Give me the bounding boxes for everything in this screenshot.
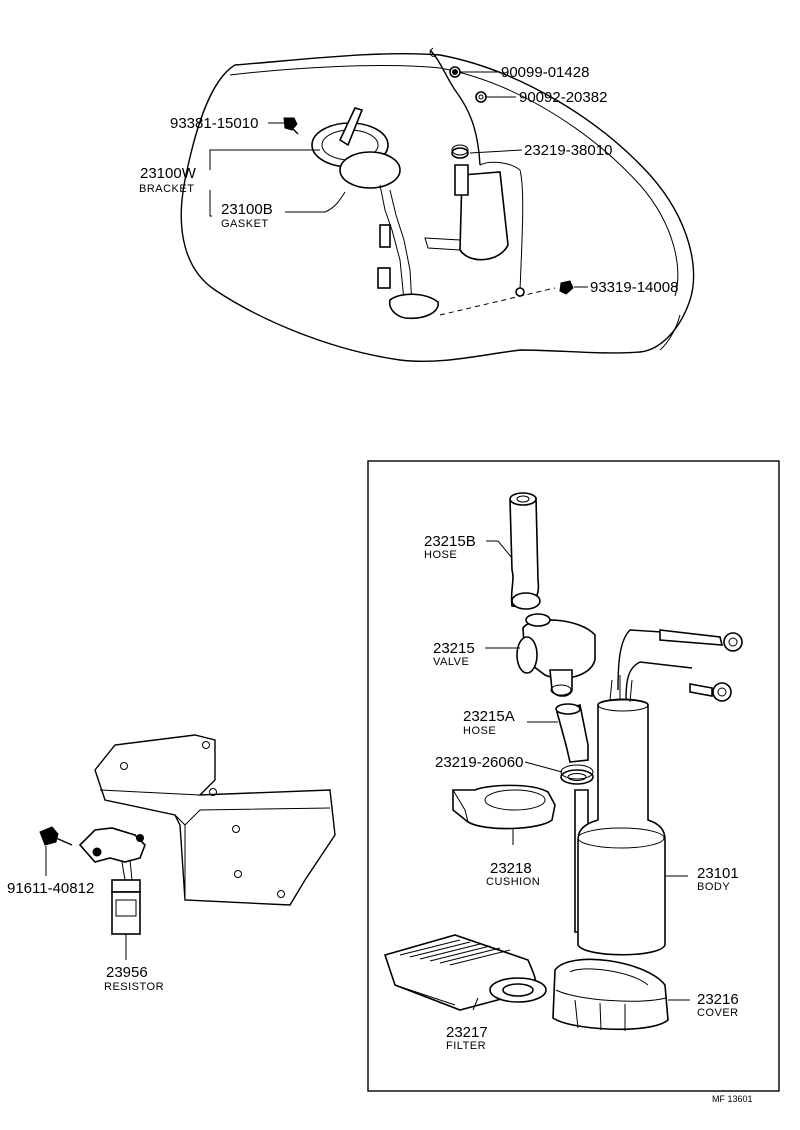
svg-text:23218: 23218 [490,860,532,877]
svg-text:90092-20382: 90092-20382 [519,89,607,106]
svg-text:91611-40812: 91611-40812 [7,880,94,897]
pump-body-part [574,629,743,956]
label-90092: 90092-20382 [519,89,607,106]
svg-text:93319-14008: 93319-14008 [590,279,678,296]
clip-part [560,764,594,785]
svg-text:23219-38010: 23219-38010 [524,142,612,159]
nut-icon [449,66,461,78]
svg-text:MF 13601: MF 13601 [712,1094,753,1104]
parts-frame [367,460,780,1092]
svg-text:GASKET: GASKET [221,218,269,230]
svg-text:23215A: 23215A [463,708,515,725]
svg-text:23956: 23956 [106,964,148,981]
fuel-pump-in-tank [424,47,525,297]
svg-text:CUSHION: CUSHION [486,876,540,888]
svg-text:HOSE: HOSE [424,549,457,561]
washer-icon [475,91,487,103]
label-93319: 93319-14008 [590,279,678,296]
label-90099: 90099-01428 [501,64,589,81]
label-23216: 23216 COVER [697,991,739,1019]
label-23218: 23218 CUSHION [486,860,540,888]
mounting-bracket [94,734,336,906]
svg-text:93381-15010: 93381-15010 [170,115,258,132]
svg-text:23101: 23101 [697,865,739,882]
svg-text:23100B: 23100B [221,201,273,218]
svg-text:90099-01428: 90099-01428 [501,64,589,81]
label-23101: 23101 BODY [697,865,739,893]
cushion-part [452,784,556,830]
svg-text:23215B: 23215B [424,533,476,550]
label-23956: 23956 RESISTOR [104,964,164,993]
svg-text:BRACKET: BRACKET [139,183,194,195]
label-91611: 91611-40812 [7,880,94,897]
label-23100b: 23100B GASKET [221,201,273,230]
label-23215: 23215 VALVE [433,640,475,668]
label-23219-38010: 23219-38010 [524,142,612,159]
resistor-part [78,827,146,935]
screw-icon [559,280,574,295]
figure-code: MF 13601 [712,1094,753,1104]
svg-text:RESISTOR: RESISTOR [104,981,164,993]
bolt-icon [283,117,299,135]
svg-text:FILTER: FILTER [446,1040,486,1052]
label-23100w: 23100W BRACKET [139,165,197,195]
label-23215b: 23215B HOSE [424,533,476,561]
svg-text:COVER: COVER [697,1007,739,1019]
svg-text:23217: 23217 [446,1024,488,1041]
svg-text:23100W: 23100W [140,165,197,182]
label-23215a: 23215A HOSE [463,708,515,737]
hose-part [509,492,541,610]
svg-text:23216: 23216 [697,991,739,1008]
label-23219-26060: 23219-26060 [435,754,523,771]
svg-text:23219-26060: 23219-26060 [435,754,523,771]
valve-part [516,613,596,697]
hose-part [555,703,589,763]
label-93381: 93381-15010 [170,115,258,132]
fuel-tank [180,52,695,363]
sender-bracket [311,107,556,320]
svg-text:HOSE: HOSE [463,725,496,737]
bolt-icon [39,826,73,846]
svg-text:VALVE: VALVE [433,656,469,668]
svg-text:BODY: BODY [697,881,730,893]
cover-part [552,958,669,1031]
label-23217: 23217 FILTER [446,1024,488,1052]
filter-part [383,934,547,1011]
svg-text:23215: 23215 [433,640,475,657]
